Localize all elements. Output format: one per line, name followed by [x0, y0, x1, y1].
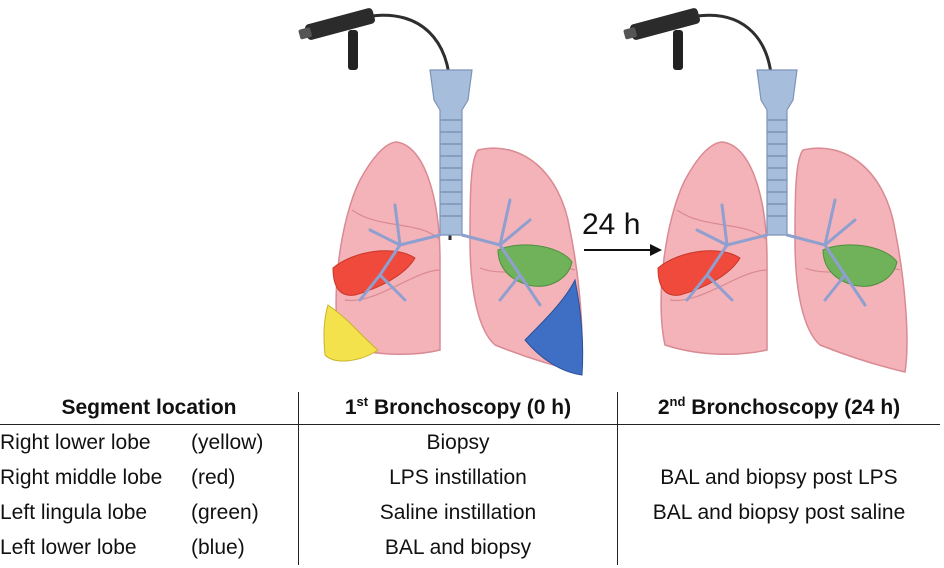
- table-row: Right middle lobe(red) LPS instillation …: [0, 460, 940, 495]
- time-arrow: [584, 244, 662, 256]
- second-cell: BAL and biopsy post saline: [617, 495, 940, 530]
- table-header-row: Segment location 1st Bronchoscopy (0 h) …: [0, 392, 940, 425]
- header-first-bronchoscopy: 1st Bronchoscopy (0 h): [298, 392, 618, 425]
- segment-cell: Right lower lobe(yellow): [0, 430, 264, 454]
- second-cell: BAL and biopsy post LPS: [617, 460, 940, 495]
- lobe-red: [332, 250, 416, 296]
- segment-cell: Left lingula lobe(green): [0, 500, 259, 524]
- first-cell: Biopsy: [298, 424, 618, 460]
- right-lung: [335, 141, 441, 356]
- table-row: Left lower lobe(blue) BAL and biopsy: [0, 530, 940, 565]
- lobe-green: [497, 244, 573, 287]
- second-cell: [617, 424, 940, 460]
- bronchoscope-icon: [298, 7, 376, 70]
- lung-diagram: [298, 7, 908, 376]
- header-segment: Segment location: [61, 396, 237, 419]
- first-cell: Saline instillation: [298, 495, 618, 530]
- second-cell: [617, 530, 940, 565]
- table-row: Right lower lobe(yellow) Biopsy: [0, 424, 940, 460]
- time-label: 24 h: [582, 208, 641, 241]
- bronchoscope-icon-second: [623, 7, 701, 70]
- lobe-blue: [524, 278, 584, 376]
- lobe-red-second: [657, 250, 741, 296]
- lungs-first: [298, 7, 584, 376]
- first-cell: LPS instillation: [298, 460, 618, 495]
- header-second-bronchoscopy: 2nd Bronchoscopy (24 h): [617, 392, 940, 425]
- trachea-second: [756, 69, 798, 236]
- table-row: Left lingula lobe(green) Saline instilla…: [0, 495, 940, 530]
- lobe-green-second: [822, 244, 898, 287]
- segment-cell: Right middle lobe(red): [0, 465, 236, 489]
- segment-cell: Left lower lobe(blue): [0, 535, 245, 559]
- lobe-yellow: [323, 304, 379, 362]
- lungs-second: [623, 7, 908, 373]
- right-lung-second: [660, 141, 768, 356]
- first-cell: BAL and biopsy: [298, 530, 618, 565]
- segment-table: Segment location 1st Bronchoscopy (0 h) …: [0, 392, 940, 565]
